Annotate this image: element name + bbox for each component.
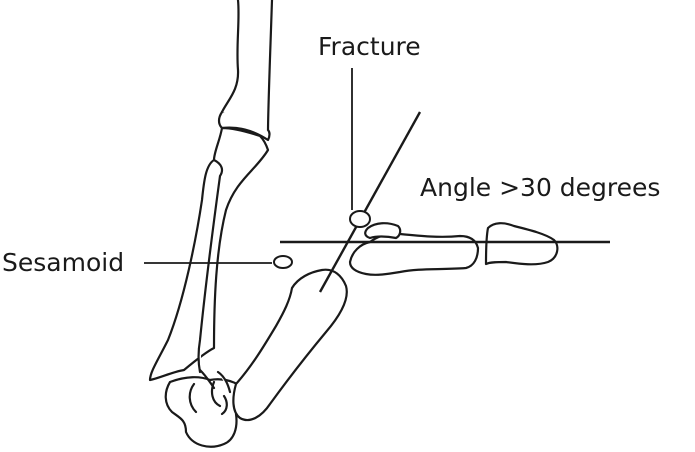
thumb-metacarpal (232, 268, 348, 422)
carpal-inner-1 (188, 380, 228, 416)
carpal-cap (217, 110, 271, 142)
sesamoid-marker (273, 255, 293, 269)
proximal-phalanx (348, 232, 480, 276)
carpal-inner-2 (198, 368, 232, 394)
shaft-inner-line (197, 158, 224, 374)
sesamoid-label: Sesamoid (2, 248, 124, 277)
carpal-bones (164, 376, 243, 448)
distal-phalanx (484, 222, 559, 266)
angle-label: Angle >30 degrees (420, 173, 660, 202)
proximal-phalanx-joint (364, 222, 402, 240)
fracture-axis-line (318, 111, 422, 293)
radius-bone (220, 0, 274, 134)
fracture-marker (349, 210, 371, 228)
fracture-label: Fracture (318, 32, 421, 61)
